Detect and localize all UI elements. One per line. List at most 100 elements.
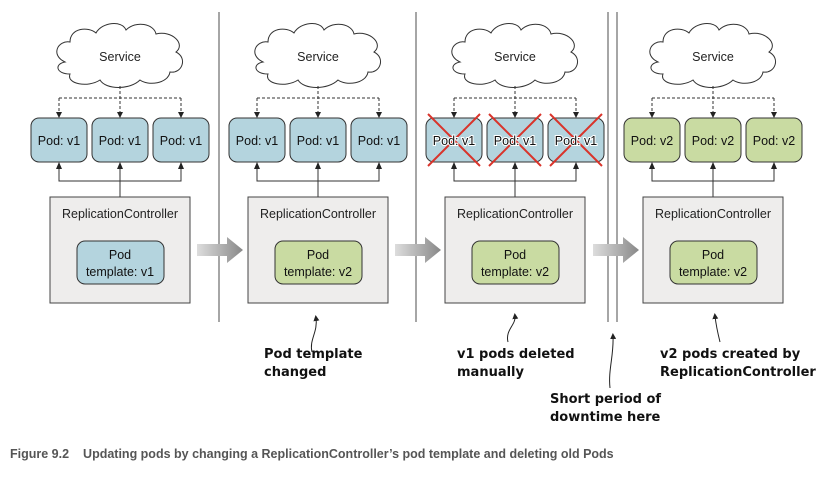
- arrowhead-icon: [512, 112, 518, 118]
- pod-label: Pod: v2: [753, 134, 795, 148]
- pod: Pod: v1: [30, 117, 88, 163]
- service-route: [256, 86, 380, 116]
- arrowhead-icon: [710, 112, 716, 118]
- pod-label: Pod: v1: [555, 134, 597, 148]
- arrowhead-icon: [376, 162, 382, 169]
- cloud-icon: [254, 23, 382, 88]
- figure-caption: Figure 9.2 Updating pods by changing a Re…: [10, 447, 614, 461]
- pod: Pod: v2: [623, 117, 681, 163]
- manage-route: [651, 168, 775, 197]
- pod: Pod: v2: [745, 117, 803, 163]
- pod: Pod: v1: [91, 117, 149, 163]
- template-label: Pod: [109, 248, 131, 262]
- arrowhead-icon: [56, 112, 62, 118]
- pod: Pod: v1: [350, 117, 408, 163]
- rc-label: ReplicationController: [457, 207, 573, 221]
- template-label: template: v2: [679, 265, 747, 279]
- pod-template: [471, 240, 560, 285]
- arrowhead-icon: [771, 112, 777, 118]
- service-route: [58, 86, 182, 116]
- caption-text: Updating pods by changing a ReplicationC…: [83, 447, 614, 461]
- step-arrow-icon: [593, 237, 639, 263]
- pod: Pod: v1: [289, 117, 347, 163]
- service-label: Service: [494, 50, 536, 64]
- arrowhead-icon: [573, 112, 579, 118]
- arrowhead-icon: [315, 112, 321, 118]
- pod-label: Pod: v1: [99, 134, 141, 148]
- arrowhead-icon: [117, 112, 123, 118]
- template-label: Pod: [504, 248, 526, 262]
- template-label: Pod: [307, 248, 329, 262]
- pod-label: Pod: v1: [433, 134, 475, 148]
- pod-label: Pod: v2: [692, 134, 734, 148]
- callout-arrow: [609, 333, 617, 389]
- pod-label: Pod: v1: [236, 134, 278, 148]
- rc-label: ReplicationController: [655, 207, 771, 221]
- arrowhead-icon: [573, 162, 579, 169]
- service-label: Service: [297, 50, 339, 64]
- pod-template: [274, 240, 363, 285]
- arrowhead-icon: [451, 162, 457, 169]
- step-arrow-icon: [395, 237, 441, 263]
- service-route: [651, 86, 775, 116]
- arrowhead-icon: [117, 162, 123, 169]
- delete-x-icon: [488, 113, 542, 167]
- callout-arrow: [712, 313, 721, 343]
- arrowhead-icon: [771, 162, 777, 169]
- step-arrow-icon: [197, 237, 243, 263]
- pod-label: Pod: v1: [358, 134, 400, 148]
- arrowhead-icon: [178, 112, 184, 118]
- arrowhead-icon: [254, 162, 260, 169]
- delete-x-icon: [427, 113, 481, 167]
- pod-label: Pod: v1: [160, 134, 202, 148]
- pod-label: Pod: v1: [494, 134, 536, 148]
- arrowhead-icon: [451, 112, 457, 118]
- rc-label: ReplicationController: [62, 207, 178, 221]
- arrowhead-icon: [315, 162, 321, 169]
- rc-label: ReplicationController: [260, 207, 376, 221]
- pod-label: Pod: v1: [297, 134, 339, 148]
- pod: Pod: v1: [547, 113, 605, 167]
- cloud-icon: [451, 23, 579, 88]
- delete-x-icon: [549, 113, 603, 167]
- figure-number: Figure 9.2: [10, 447, 70, 461]
- arrowhead-icon: [254, 112, 260, 118]
- pod-label: Pod: v1: [38, 134, 80, 148]
- template-label: Pod: [702, 248, 724, 262]
- arrowhead-icon: [710, 162, 716, 169]
- pod: Pod: v1: [152, 117, 210, 163]
- arrowhead-icon: [649, 162, 655, 169]
- arrowhead-icon: [178, 162, 184, 169]
- arrowhead-icon: [512, 162, 518, 169]
- service-route: [453, 86, 577, 116]
- cloud-icon: [56, 23, 184, 88]
- pod: Pod: v1: [486, 113, 544, 167]
- template-label: template: v2: [481, 265, 549, 279]
- cloud-icon: [649, 23, 777, 88]
- service-label: Service: [692, 50, 734, 64]
- pod: Pod: v2: [684, 117, 742, 163]
- callout-arrow: [506, 313, 519, 343]
- pod-template: [669, 240, 758, 285]
- callout-arrow: [310, 315, 320, 353]
- pod-template: [76, 240, 165, 285]
- arrowhead-icon: [649, 112, 655, 118]
- arrowhead-icon: [376, 112, 382, 118]
- template-label: template: v1: [86, 265, 154, 279]
- manage-route: [256, 168, 380, 197]
- template-label: template: v2: [284, 265, 352, 279]
- pod-label: Pod: v2: [631, 134, 673, 148]
- pod: Pod: v1: [228, 117, 286, 163]
- pod: Pod: v1: [425, 113, 483, 167]
- manage-route: [453, 168, 577, 197]
